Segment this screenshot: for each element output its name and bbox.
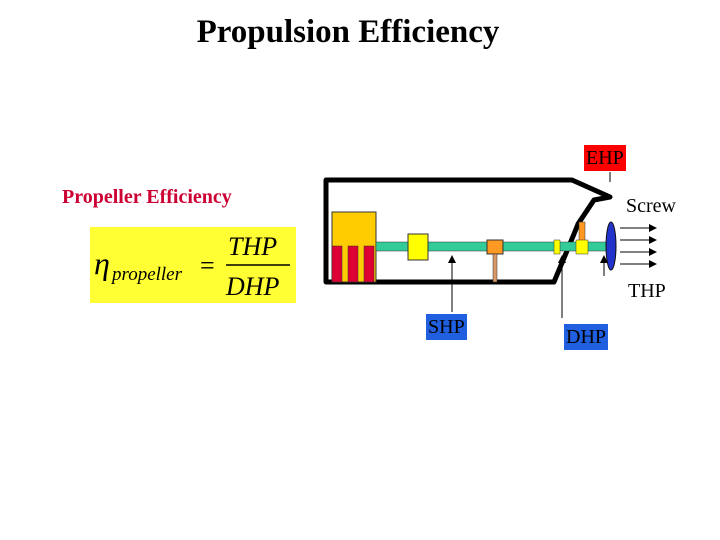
hull-outline (323, 177, 613, 285)
stern-bearing-cap (575, 239, 589, 255)
page-title: Propulsion Efficiency (196, 14, 500, 50)
thp-label: THP (628, 280, 666, 302)
formula-box: η propeller = THP DHP (90, 227, 296, 303)
dhp-label: DHP (564, 324, 609, 350)
ehp-label: EHP (584, 145, 626, 171)
formula-eta: η (94, 245, 110, 281)
subheading: Propeller Efficiency (62, 186, 232, 208)
bearing-stand (492, 253, 498, 283)
screw-label: Screw (626, 195, 676, 217)
stern-tube-seal (553, 239, 561, 255)
gearbox (407, 233, 429, 261)
formula-subscript: propeller (110, 264, 183, 285)
bearing-box (486, 239, 504, 255)
formula-equals: = (200, 251, 215, 280)
engine-cylinder-2 (347, 245, 359, 283)
shp-label: SHP (426, 314, 467, 340)
formula-denominator: DHP (225, 272, 280, 301)
formula-numerator: THP (228, 232, 277, 261)
engine-cylinder-1 (331, 245, 343, 283)
propeller (605, 221, 617, 271)
engine-cylinder-3 (363, 245, 375, 283)
